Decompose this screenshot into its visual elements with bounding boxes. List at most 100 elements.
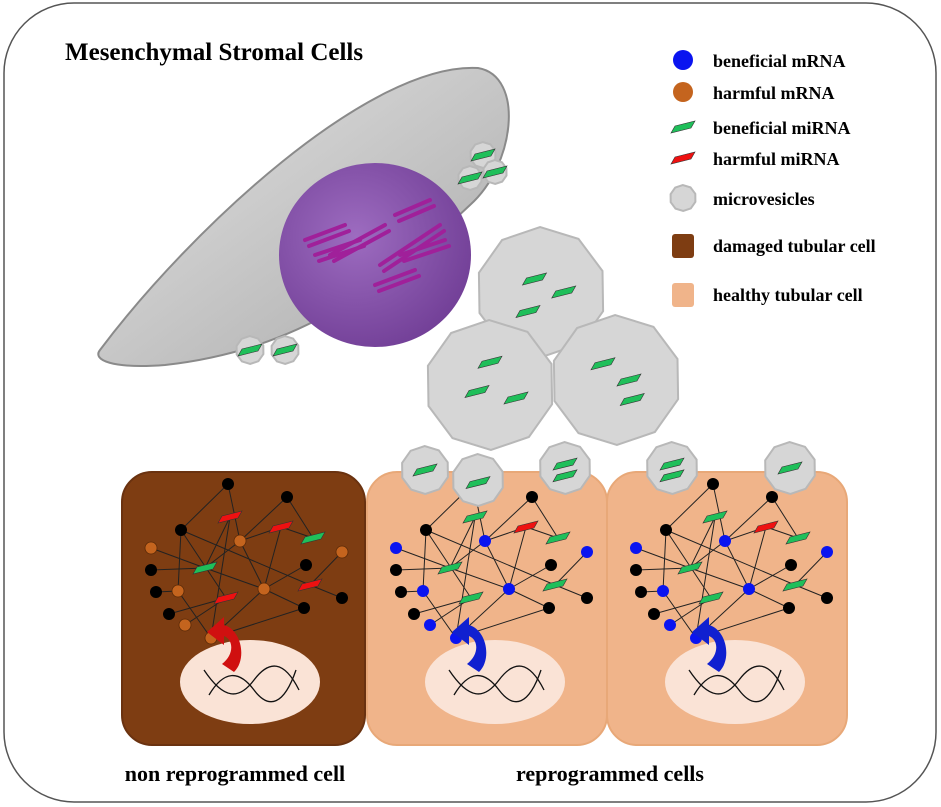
beneficial-mirna [465, 476, 491, 490]
microvesicle [452, 452, 504, 508]
microvesicle-body [669, 183, 697, 213]
chromosome [397, 204, 436, 223]
red-mirna-icon [670, 151, 696, 165]
label-reprogrammed: reprogrammed cells [516, 761, 704, 786]
beneficial-mrna [503, 583, 515, 595]
gene-expression-arrow-icon [692, 617, 727, 672]
network-edge [724, 540, 750, 590]
legend-label: healthy tubular cell [713, 285, 863, 305]
network-node [408, 608, 420, 620]
network-edge [665, 529, 796, 586]
dna-strand [208, 669, 297, 703]
network-edge [662, 529, 667, 592]
network-edge [531, 496, 559, 539]
network-node [783, 602, 795, 614]
network-edge [263, 564, 307, 590]
network-node [630, 564, 642, 576]
beneficial-mirna [300, 531, 326, 545]
microvesicle [426, 318, 554, 452]
chromosome [378, 223, 442, 267]
beneficial-mirna [412, 463, 438, 477]
beneficial-mirna [464, 385, 490, 398]
microvesicle [669, 183, 697, 213]
network-node [281, 491, 293, 503]
network-edge [689, 516, 716, 569]
network-edge [662, 590, 697, 639]
microvesicle [482, 158, 508, 186]
legend-item: healthy tubular cell [672, 283, 863, 307]
healthy-cell-swatch-icon [672, 283, 694, 307]
microvesicle-body [552, 313, 680, 447]
network-edge [227, 483, 241, 542]
beneficial-mirna [458, 591, 484, 605]
network-node [222, 478, 234, 490]
molecular-network [390, 478, 593, 644]
dna-icon [688, 665, 785, 703]
network-edge [695, 516, 716, 639]
network-edge [425, 529, 556, 586]
network-edge [204, 567, 265, 590]
molecular-network [630, 478, 833, 644]
msc-cell [97, 66, 510, 367]
beneficial-mirna [616, 373, 642, 387]
network-node [336, 592, 348, 604]
network-edge [180, 529, 227, 599]
legend-item: beneficial miRNA [670, 118, 850, 138]
chromosome [398, 238, 447, 257]
microvesicle-body [539, 440, 591, 496]
network-edge [508, 588, 550, 609]
beneficial-mirna [670, 120, 696, 134]
legend-label: harmful mRNA [713, 83, 835, 103]
network-edge [449, 516, 476, 569]
harmful-mrna [178, 618, 192, 632]
microvesicle [401, 444, 449, 496]
dna-strand [453, 669, 542, 703]
microvesicle-icon [669, 183, 697, 213]
microvesicle-body [646, 440, 698, 496]
network-edge [748, 526, 767, 590]
network-edge [395, 547, 451, 569]
network-edge [771, 496, 799, 539]
microvesicle [270, 334, 300, 366]
harmful-mirna [753, 520, 779, 534]
legend-label: beneficial mRNA [713, 51, 845, 71]
beneficial-mrna [479, 535, 491, 547]
microvesicle [646, 440, 698, 496]
beneficial-mirna [237, 343, 263, 357]
chromosomes [303, 198, 451, 293]
beneficial-mirna [545, 531, 571, 545]
microvesicle [457, 164, 483, 192]
network-edge [748, 564, 792, 590]
legend-item: beneficial mRNA [673, 50, 845, 71]
network-node [821, 592, 833, 604]
legend-label: harmful miRNA [713, 149, 840, 169]
microvesicle [539, 440, 591, 496]
blue-circle-icon [673, 50, 693, 70]
dna-strand [693, 669, 782, 703]
network-node [390, 564, 402, 576]
network-node [175, 524, 187, 536]
label-non-reprogrammed: non reprogrammed cell [125, 761, 345, 786]
network-edge [239, 496, 288, 542]
network-edge [724, 496, 773, 542]
network-edge [689, 567, 750, 590]
beneficial-mirna [698, 591, 724, 605]
network-edge [635, 547, 691, 569]
network-node [581, 592, 593, 604]
beneficial-mrna [417, 585, 429, 597]
network-edge [422, 590, 457, 639]
healthy-tubular-cell [606, 471, 848, 746]
network-edge [665, 529, 712, 599]
network-edge [508, 526, 527, 590]
network-edge [665, 483, 714, 531]
network-edge [210, 516, 231, 639]
chromosome [313, 238, 362, 257]
chromosome [373, 268, 417, 287]
network-edge [263, 526, 282, 590]
network-edge [554, 551, 588, 586]
legend-item: microvesicles [669, 183, 815, 213]
network-node [543, 602, 555, 614]
network-edge [712, 483, 726, 542]
